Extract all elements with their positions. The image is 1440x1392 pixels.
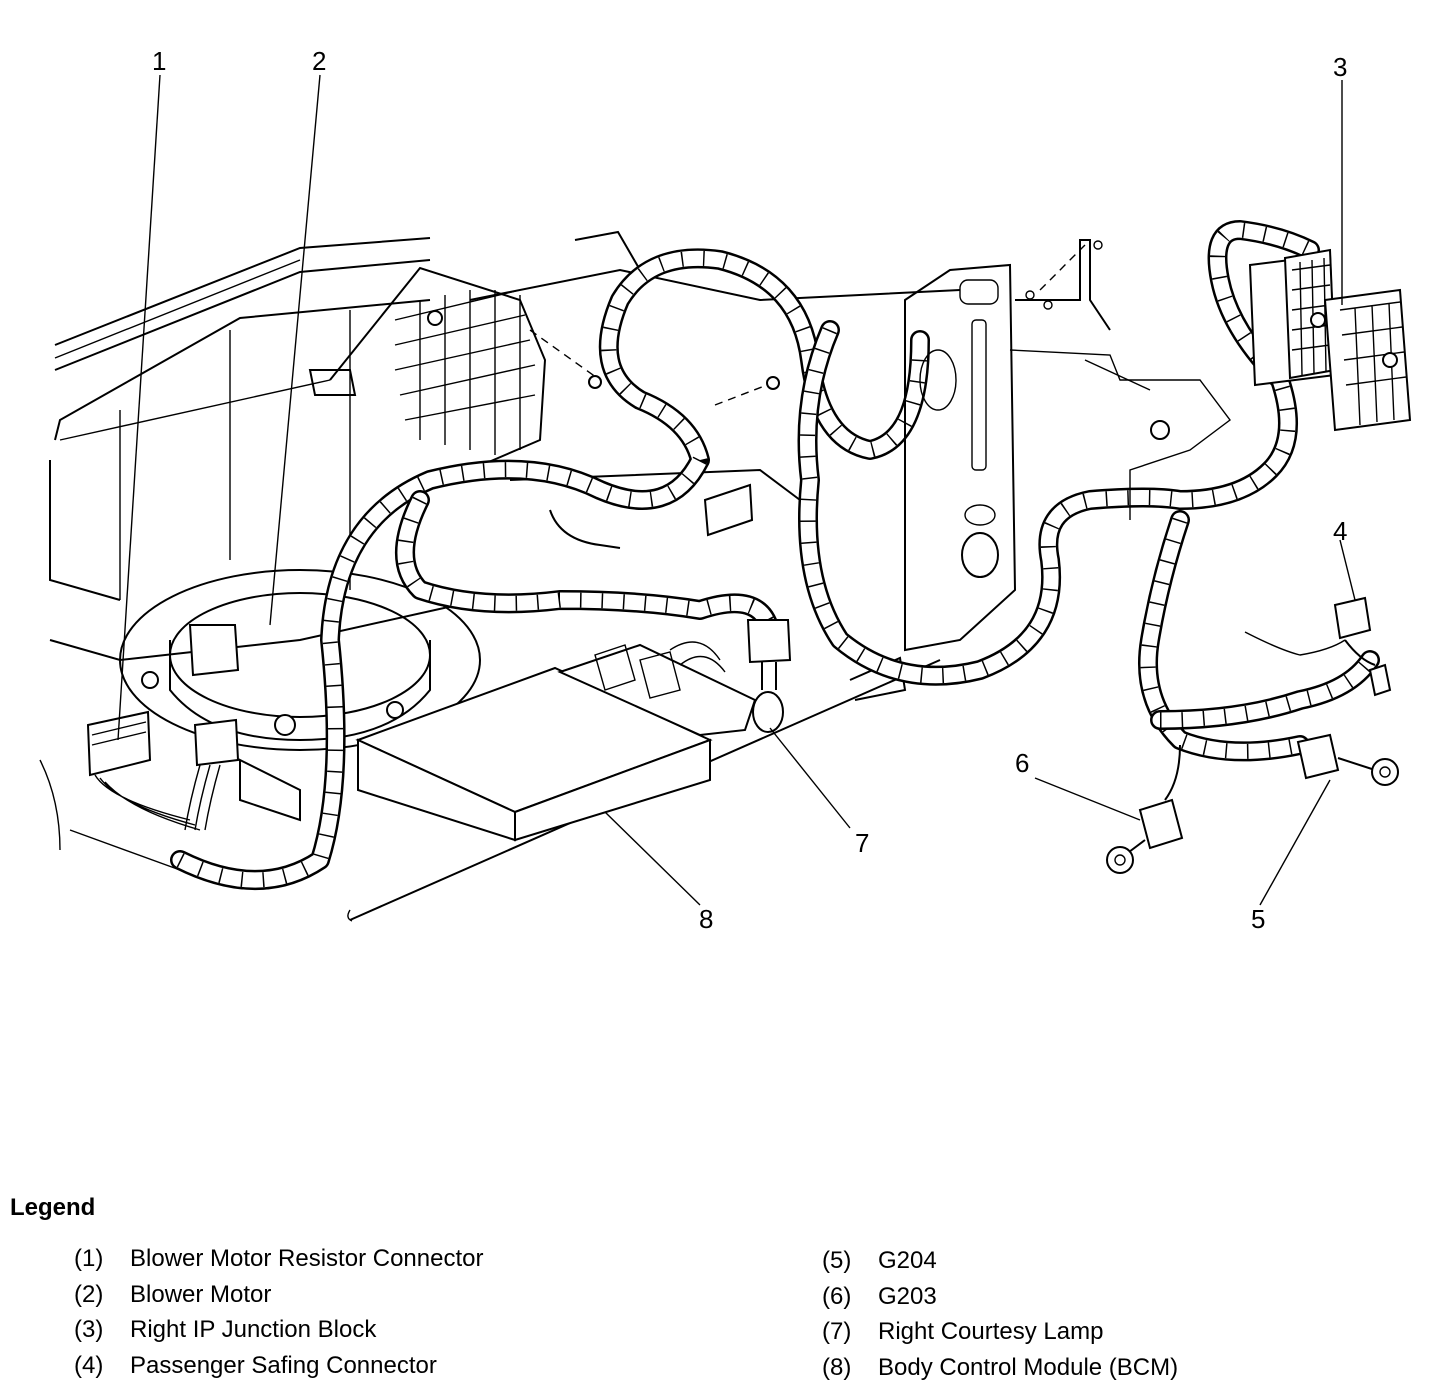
- legend-item-number: (2): [74, 1280, 104, 1308]
- callout-leader-lines: [117, 74, 1356, 906]
- legend-item-label: Blower Motor: [130, 1280, 272, 1308]
- legend-item-label: Right IP Junction Block: [130, 1316, 377, 1343]
- legend-item-number: (1): [74, 1245, 104, 1272]
- legend-item: (8) Body Control Module (BCM): [822, 1354, 1178, 1390]
- ground-g204-shape: [1296, 733, 1399, 786]
- legend-item-label: Right Courtesy Lamp: [878, 1318, 1104, 1345]
- callout-3: 3: [1333, 52, 1347, 82]
- ground-g203-shape: [1106, 798, 1184, 874]
- wiring-harness: [170, 220, 1380, 890]
- right-ip-junction-block-shape: [1248, 248, 1412, 432]
- legend-item-label: G203: [878, 1282, 937, 1310]
- blower-housing-grille: [308, 266, 547, 471]
- legend-item: (6) G203: [822, 1283, 1178, 1319]
- legend-item-number: (7): [822, 1318, 852, 1345]
- callout-6: 6: [1015, 748, 1029, 778]
- blower-motor-shape: [119, 569, 481, 751]
- legend-item: (7) Right Courtesy Lamp: [822, 1318, 1178, 1354]
- legend-item-number: (5): [822, 1247, 852, 1274]
- body-control-module-shape: [355, 641, 757, 842]
- callout-4: 4: [1333, 516, 1347, 546]
- legend-item-label: Blower Motor Resistor Connector: [130, 1245, 484, 1272]
- blower-motor-resistor-connector-shape: [86, 710, 301, 831]
- legend-title: Legend: [10, 1194, 96, 1221]
- legend-item-label: G204: [878, 1247, 937, 1274]
- callout-5: 5: [1251, 904, 1265, 934]
- callout-7: 7: [855, 828, 869, 858]
- legend-item-label: Passenger Safing Connector: [130, 1351, 437, 1379]
- callout-2: 2: [312, 46, 326, 76]
- callout-8: 8: [699, 904, 713, 934]
- legend-item: (5) G204: [822, 1247, 1178, 1283]
- component-location-diagram: 1 2 3 4 5 6 7 8: [39, 46, 1412, 934]
- fastener-leaders: [529, 244, 1086, 406]
- legend-item-number: (8): [822, 1353, 852, 1381]
- callout-1: 1: [152, 46, 166, 76]
- passenger-safing-connector-shape: [1333, 596, 1392, 697]
- legend-item: (1) Blower Motor Resistor Connector: [74, 1245, 483, 1281]
- legend-item: (3) Right IP Junction Block: [74, 1316, 483, 1352]
- legend-column-right: (5) G204 (6) G203 (7) Right Courtesy Lamp (…: [822, 1247, 1178, 1389]
- legend-item-number: (6): [822, 1282, 852, 1310]
- legend-column-left: (1) Blower Motor Resistor Connector (2) Bl…: [74, 1245, 483, 1387]
- right-courtesy-lamp-shape: [746, 619, 792, 733]
- legend-item-label: Body Control Module (BCM): [878, 1353, 1179, 1381]
- legend-item-number: (4): [74, 1351, 104, 1379]
- center-support-bracket: [904, 239, 1231, 652]
- legend-item-number: (3): [74, 1316, 104, 1343]
- legend-item: (2) Blower Motor: [74, 1281, 483, 1317]
- legend-item: (4) Passenger Safing Connector: [74, 1352, 483, 1388]
